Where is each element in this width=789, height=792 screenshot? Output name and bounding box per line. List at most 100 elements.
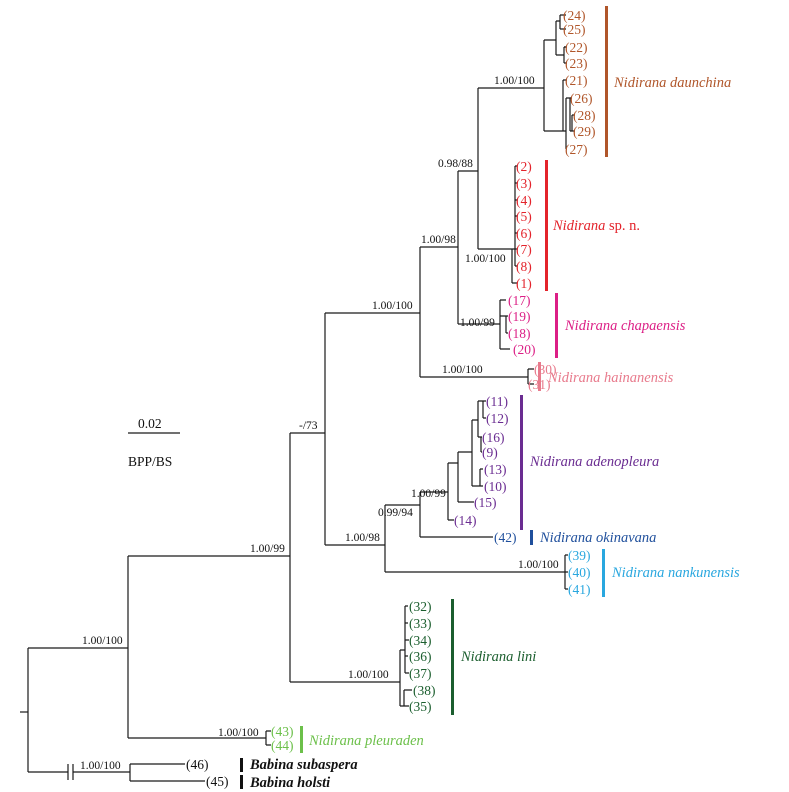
clade-name-okinavana: Nidirana okinavana <box>539 530 656 546</box>
tip-label: (17) <box>508 293 531 308</box>
support-upper: 1.00/100 <box>372 300 413 312</box>
tip-label: (29) <box>573 124 596 139</box>
clade-name-chapaensis: Nidirana chapaensis <box>564 318 686 334</box>
tree-branches <box>20 14 575 782</box>
support-root: 1.00/100 <box>82 635 123 647</box>
clade-name-sp-n-genus: Nidirana <box>552 218 605 234</box>
tip-label: (38) <box>413 683 436 698</box>
support-legend: BPP/BS <box>128 454 172 469</box>
clade-names: Nidirana daunchina Nidirana sp. n. Nidir… <box>249 75 740 791</box>
branch-babina <box>73 763 205 782</box>
branch-chapaensis <box>499 299 510 350</box>
support-values: 1.00/100 1.00/100 1.00/100 1.00/99 -/73 … <box>80 75 559 772</box>
tip-label: (16) <box>482 430 505 445</box>
tips-lini: (32) (33) (34) (36) (37) (38) (35) <box>409 599 436 714</box>
branch-main <box>324 312 420 546</box>
support-adenopleura: 1.00/99 <box>411 488 446 500</box>
branch-hainanensis <box>527 368 534 385</box>
tip-label: (4) <box>516 193 532 208</box>
support-sp-n: 1.00/100 <box>465 253 506 265</box>
tip-label: (15) <box>474 495 497 510</box>
clade-bar-babina-holsti <box>240 775 243 789</box>
clade-bar-hainanensis <box>538 362 541 391</box>
branch-daunchina-tips <box>564 14 575 150</box>
support-pleuraden: 1.00/100 <box>218 727 259 739</box>
tip-label: (3) <box>516 176 532 191</box>
tip-label: (11) <box>486 394 508 409</box>
tip-label: (23) <box>565 56 588 71</box>
support-dsc: 1.00/98 <box>421 234 456 246</box>
tip-label: (20) <box>513 342 536 357</box>
tip-label: (37) <box>409 666 432 681</box>
tip-label: (40) <box>568 565 591 580</box>
branch-sp-n <box>511 165 517 284</box>
clade-name-babina-holsti: Babina holsti <box>249 775 330 791</box>
support-ingroup: 1.00/99 <box>250 543 285 555</box>
tip-labels: (24) (25) (22) (23) (21) (26) (28) (29) … <box>186 8 596 789</box>
branch-root <box>27 647 128 773</box>
tip-label: (28) <box>573 108 596 123</box>
clade-name-daunchina: Nidirana daunchina <box>613 75 731 91</box>
tip-label: (13) <box>484 462 507 477</box>
tip-label: (5) <box>516 209 532 224</box>
clade-bar-nankunensis <box>602 549 605 597</box>
tips-chapaensis: (17) (19) (18) (20) <box>508 293 536 357</box>
clade-name-pleuraden: Nidirana pleuraden <box>308 733 424 749</box>
clade-name-sp-n-suffix: sp. n. <box>605 218 640 234</box>
branch-pleuraden <box>265 730 271 746</box>
tip-label: (24) <box>563 8 586 23</box>
clade-bar-babina-subaspera <box>240 758 243 772</box>
support-aden-oki: 0.99/94 <box>378 507 413 519</box>
tip-label: (6) <box>516 226 532 241</box>
support-daunchina: 1.00/100 <box>494 75 535 87</box>
tip-label: (42) <box>494 530 517 545</box>
tip-label: (27) <box>565 142 588 157</box>
tip-label: (2) <box>516 159 532 174</box>
tips-nankunensis: (39) (40) (41) <box>568 548 591 597</box>
support-nankunensis: 1.00/100 <box>518 559 559 571</box>
support-main: -/73 <box>299 420 318 432</box>
tip-label: (9) <box>482 445 498 460</box>
branch-break-mark <box>67 764 74 780</box>
branch-nidirana <box>127 555 290 739</box>
tip-label: (34) <box>409 633 432 648</box>
tip-label: (7) <box>516 242 532 257</box>
tip-label: (44) <box>271 738 294 753</box>
clade-name-babina-subaspera: Babina subaspera <box>249 757 358 773</box>
branch-ds <box>477 87 544 250</box>
tip-label: (1) <box>516 276 532 291</box>
tip-label: (8) <box>516 259 532 274</box>
branch-upper <box>419 246 528 378</box>
scale-bar: 0.02 BPP/BS <box>128 416 180 469</box>
support-babina: 1.00/100 <box>80 760 121 772</box>
tip-label: (32) <box>409 599 432 614</box>
branch-nankunensis <box>564 554 568 590</box>
clade-name-nankunensis: Nidirana nankunensis <box>611 565 740 581</box>
tip-label: (25) <box>563 22 586 37</box>
tips-daunchina: (24) (25) (22) (23) (21) (26) (28) (29) … <box>563 8 596 157</box>
tip-label: (33) <box>409 616 432 631</box>
tip-label: (46) <box>186 757 209 772</box>
support-hainanensis: 1.00/100 <box>442 364 483 376</box>
tip-label: (21) <box>565 73 588 88</box>
clade-bar-adenopleura <box>520 395 523 530</box>
clade-bar-chapaensis <box>555 293 558 358</box>
clade-name-sp-n: Nidirana sp. n. <box>552 218 640 234</box>
tip-label: (35) <box>409 699 432 714</box>
tip-label: (39) <box>568 548 591 563</box>
tip-label: (41) <box>568 582 591 597</box>
tip-label: (45) <box>206 774 229 789</box>
branch-dsc <box>457 170 500 325</box>
clade-name-hainanensis: Nidirana hainanensis <box>547 370 674 386</box>
branch-ingroup <box>289 432 400 683</box>
clade-bar-daunchina <box>605 6 608 157</box>
tip-label: (18) <box>508 326 531 341</box>
clade-bar-sp-n <box>545 160 548 291</box>
clade-name-adenopleura: Nidirana adenopleura <box>529 454 659 470</box>
branch-aden-oki <box>419 491 493 538</box>
tip-label: (22) <box>565 40 588 55</box>
tip-label: (12) <box>486 411 509 426</box>
support-lower: 1.00/98 <box>345 532 380 544</box>
clade-bar-lini <box>451 599 454 715</box>
